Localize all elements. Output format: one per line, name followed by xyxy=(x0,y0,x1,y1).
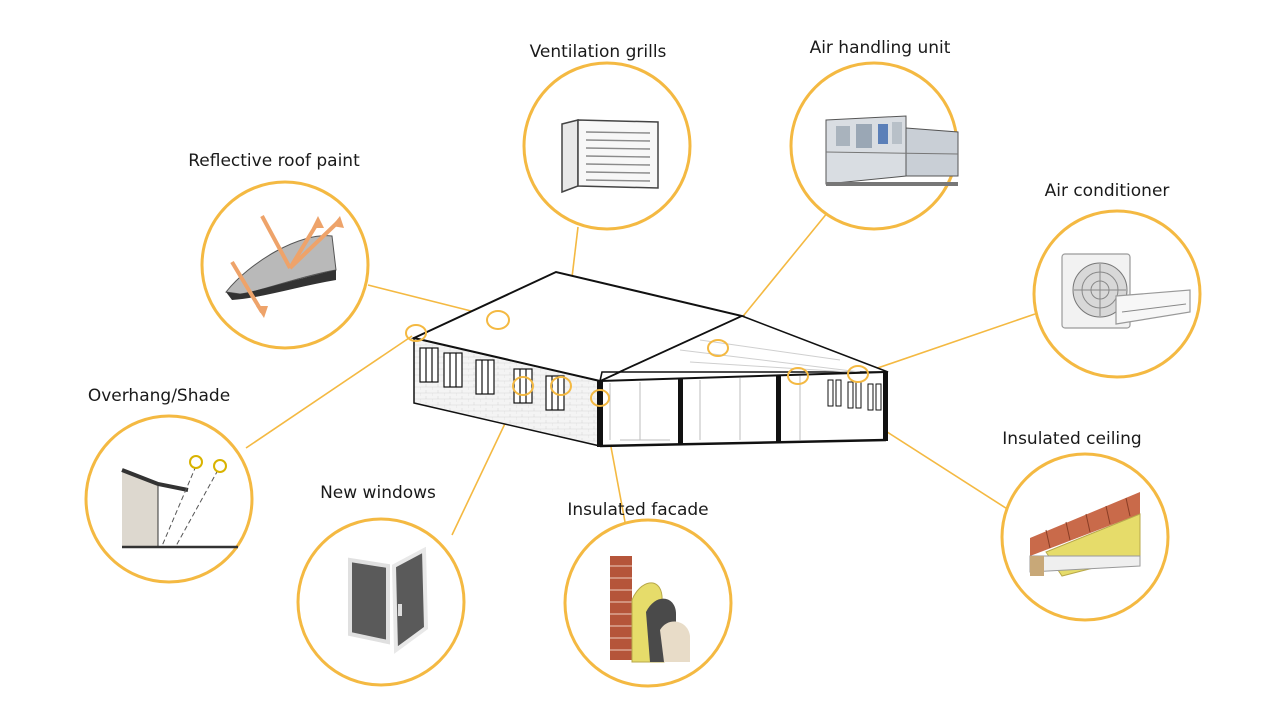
ahu-unit-icon xyxy=(825,115,959,186)
label-reflective-roof-paint: Reflective roof paint xyxy=(188,151,360,171)
roof-sun-reflection-icon xyxy=(225,215,344,318)
wing-floor xyxy=(600,372,886,446)
window-icon xyxy=(348,546,429,654)
column xyxy=(597,381,603,447)
label-air-conditioner: Air conditioner xyxy=(1045,181,1170,201)
overhang-sun-icon xyxy=(121,455,238,549)
label-insulated-ceiling: Insulated ceiling xyxy=(1002,429,1141,449)
column xyxy=(776,375,781,442)
hotspot-windows xyxy=(512,376,534,396)
connector-ac xyxy=(865,313,1036,373)
column xyxy=(883,372,888,441)
label-ventilation-grills: Ventilation grills xyxy=(530,42,667,62)
label-air-handling-unit: Air handling unit xyxy=(810,38,951,58)
hotspots xyxy=(405,310,869,407)
building xyxy=(410,270,889,448)
hotspot-ac xyxy=(847,365,869,383)
connector-lines xyxy=(245,211,1036,536)
label-insulated-facade: Insulated facade xyxy=(567,500,708,520)
callout-overhang-shade xyxy=(84,414,254,584)
label-overhang-shade: Overhang/Shade xyxy=(88,386,230,406)
ceiling-insulation-icon xyxy=(1029,492,1141,577)
vent-grille-icon xyxy=(561,119,659,194)
hotspot-ceiling xyxy=(787,367,809,385)
split-ac-icon xyxy=(1061,253,1191,329)
connector-overhang xyxy=(245,335,413,449)
hotspot-facade xyxy=(590,389,610,407)
hotspot-overhang xyxy=(405,324,427,342)
facade-insulation-icon xyxy=(610,556,690,663)
hotspot-ventilation xyxy=(550,376,572,396)
label-new-windows: New windows xyxy=(320,483,436,503)
hotspot-roof xyxy=(486,310,510,330)
column xyxy=(678,379,683,444)
hotspot-ahu xyxy=(707,339,729,357)
